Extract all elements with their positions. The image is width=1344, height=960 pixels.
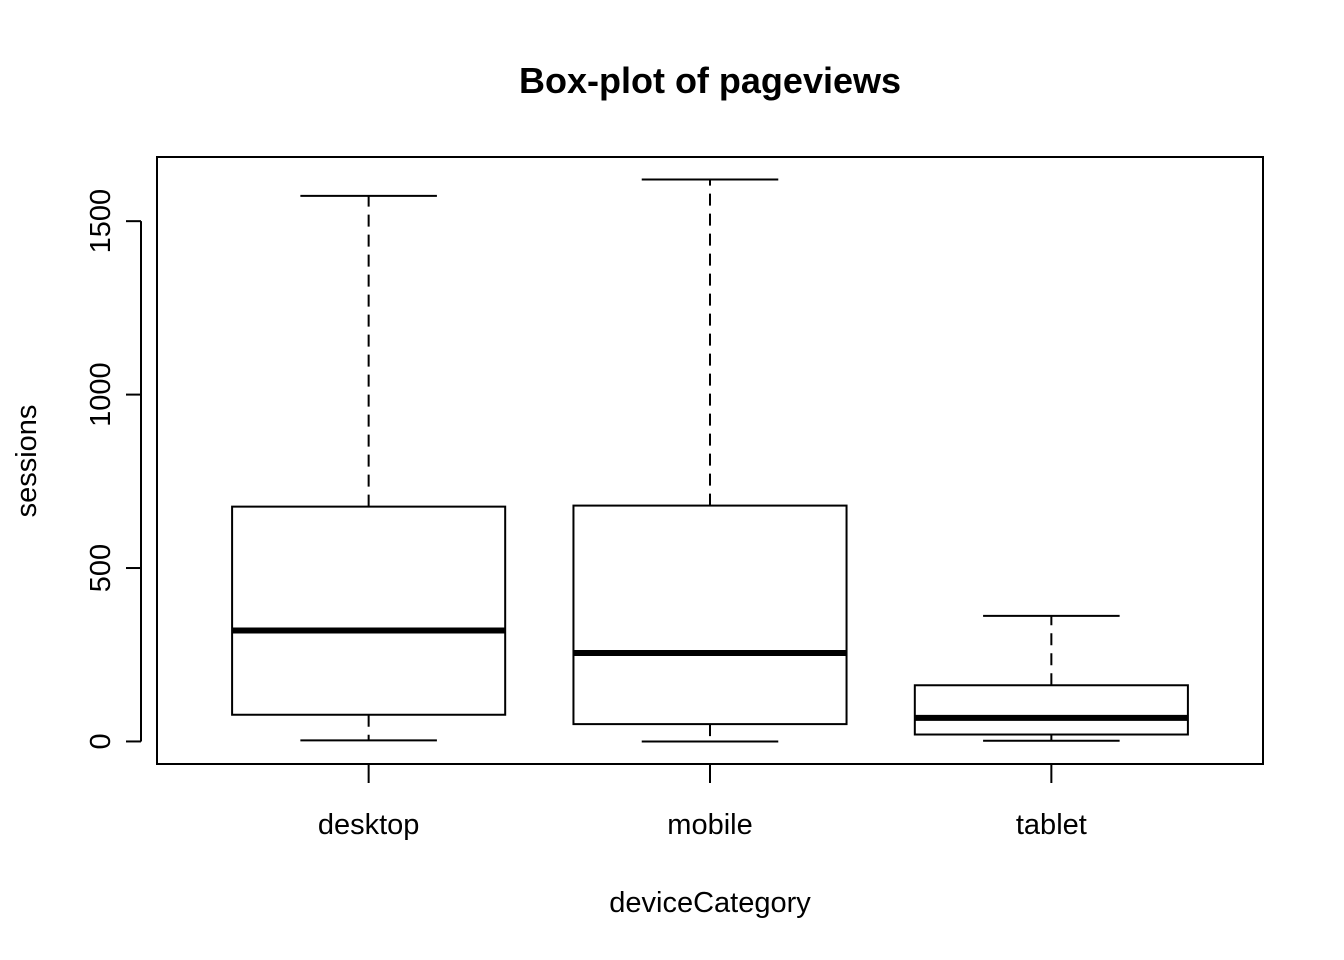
box-tablet	[913, 614, 1189, 742]
iqr-box	[913, 684, 1189, 736]
iqr-box	[231, 505, 507, 716]
y-axis-label: sessions	[11, 405, 43, 518]
box-desktop	[231, 194, 507, 742]
x-axis: desktop mobile tablet	[318, 764, 1087, 841]
x-tick-label: tablet	[1016, 809, 1087, 841]
chart-title: Box-plot of pageviews	[519, 60, 901, 101]
y-tick-label: 1000	[85, 362, 117, 427]
box-mobile	[572, 178, 848, 743]
y-tick-label: 1500	[85, 189, 117, 254]
box-series	[231, 178, 1189, 743]
iqr-box	[572, 504, 848, 726]
y-tick-label: 500	[85, 544, 117, 592]
y-axis: 0 500 1000 1500	[85, 189, 142, 750]
y-tick-label: 0	[85, 733, 117, 749]
x-tick-label: desktop	[318, 809, 420, 841]
x-axis-label: deviceCategory	[609, 887, 811, 919]
x-tick-label: mobile	[667, 809, 752, 841]
